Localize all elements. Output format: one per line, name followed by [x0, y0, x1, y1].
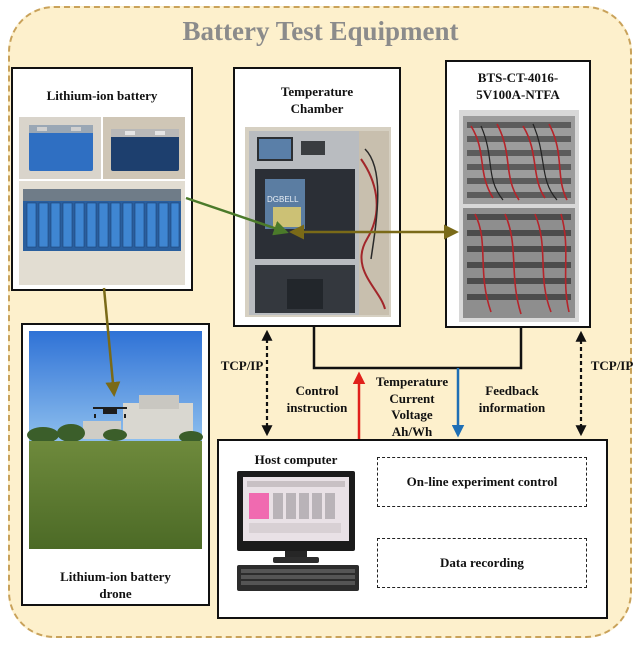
tester-panel: BTS-CT-4016- 5V100A-NTFA [445, 60, 591, 328]
battery-panel: Lithium-ion battery [11, 67, 193, 291]
online-control-box: On-line experiment control [377, 457, 587, 507]
data-recording-box: Data recording [377, 538, 587, 588]
chamber-brand: DGBELL [267, 195, 299, 204]
measure-label-3: Voltage [391, 407, 433, 422]
data-recording-label: Data recording [440, 555, 524, 570]
tcp-left-label: TCP/IP [220, 358, 264, 373]
battery-label: Lithium-ion battery [46, 88, 158, 103]
main-title: Battery Test Equipment [182, 16, 459, 46]
drone-label-2: drone [99, 586, 132, 601]
equipment-bus-line [312, 327, 523, 370]
tester-photo [459, 110, 579, 322]
measure-label-1: Temperature [375, 374, 449, 389]
tester-label-2: 5V100A-NTFA [476, 87, 560, 102]
tcp-right-label: TCP/IP [590, 358, 634, 373]
online-control-label: On-line experiment control [406, 474, 558, 489]
chamber-panel: Temperature Chamber DGBELL [233, 67, 401, 327]
battery-to-drone-arrow [102, 287, 121, 397]
computer-icon [237, 471, 359, 591]
host-panel: Host computer On-line experiment control… [217, 439, 608, 619]
control-label-1: Control [295, 383, 339, 398]
drone-icon [93, 407, 127, 418]
drone-panel: Lithium-ion battery drone [21, 323, 210, 606]
tester-label-1: BTS-CT-4016- [477, 70, 559, 85]
drone-label-1: Lithium-ion battery [60, 569, 171, 584]
feedback-label-2: information [478, 400, 546, 415]
chamber-label-1: Temperature [280, 84, 354, 99]
drone-photo [27, 331, 203, 599]
control-label-2: instruction [286, 400, 348, 415]
battery-photo [19, 117, 185, 285]
measure-label-4: Ah/Wh [391, 424, 433, 439]
chamber-label-2: Chamber [290, 101, 344, 116]
measure-label-2: Current [389, 391, 435, 406]
chamber-photo: DGBELL [245, 127, 391, 317]
host-label: Host computer [254, 452, 338, 467]
battery-to-chamber-arrow [185, 196, 289, 236]
feedback-label-1: Feedback [485, 383, 539, 398]
battery-pack-cells [23, 189, 181, 251]
